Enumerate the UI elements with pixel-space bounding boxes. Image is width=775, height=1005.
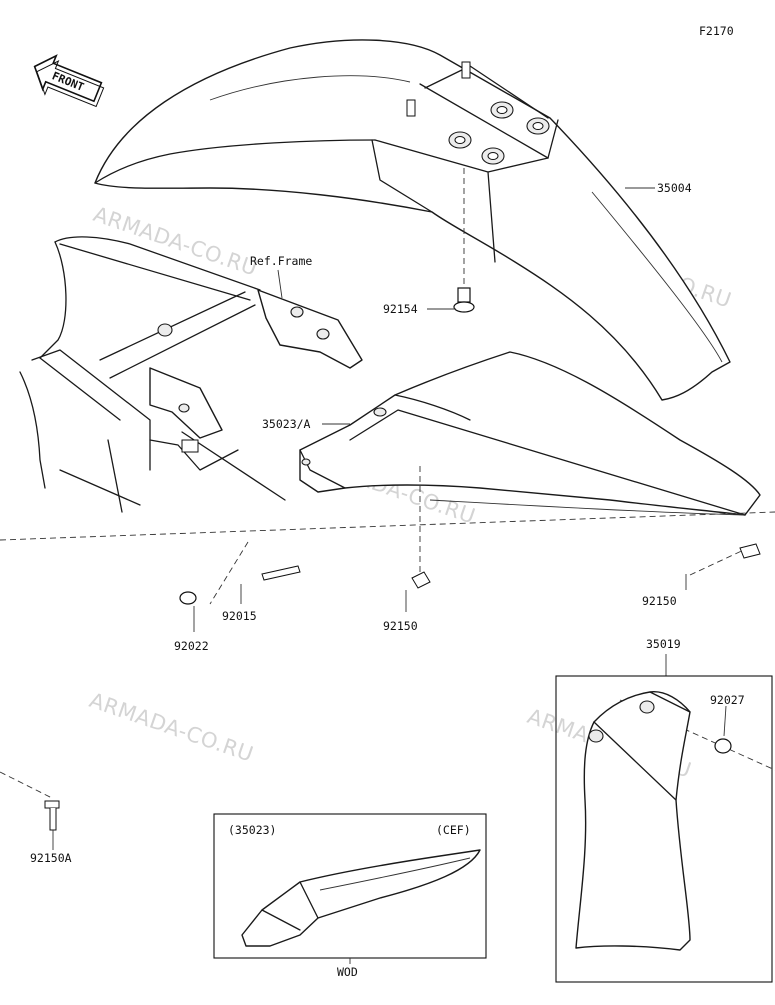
callout-92150-right: 92150 bbox=[642, 594, 677, 608]
inset-color-code: WOD bbox=[337, 965, 358, 979]
callout-92150a: 92150A bbox=[30, 851, 72, 865]
mudguard-35023a bbox=[299, 351, 761, 516]
inset-35023-cef: (35023) (CEF) WOD bbox=[213, 813, 487, 979]
bolt-92150-center bbox=[405, 571, 431, 612]
ref-frame-label: Ref.Frame bbox=[250, 254, 312, 268]
spacer-92015 bbox=[240, 565, 301, 604]
washer-92027 bbox=[714, 738, 732, 754]
box-35019: 92027 bbox=[555, 654, 773, 983]
bolt-92150a bbox=[44, 800, 60, 850]
callout-92015: 92015 bbox=[222, 609, 257, 623]
watermark-1: ARMADA-CO.RU bbox=[90, 202, 260, 281]
washer-92022 bbox=[179, 591, 197, 632]
callout-92154: 92154 bbox=[383, 302, 418, 316]
callout-35019: 35019 bbox=[646, 637, 681, 651]
callout-92022: 92022 bbox=[174, 639, 209, 653]
figure-code: F2170 bbox=[699, 24, 734, 38]
front-arrow-icon: FRONT bbox=[33, 54, 105, 108]
bolt-92150-right bbox=[685, 543, 761, 590]
callout-35023a: 35023/A bbox=[262, 417, 311, 431]
frame-reference: Ref.Frame bbox=[19, 236, 363, 513]
callout-92027: 92027 bbox=[710, 693, 745, 707]
inset-part-ref: (35023) bbox=[228, 823, 276, 837]
bolt-92154 bbox=[427, 168, 475, 313]
front-fender-35004 bbox=[94, 39, 731, 401]
assembly-line bbox=[0, 511, 775, 541]
inset-variant: (CEF) bbox=[436, 823, 471, 837]
callout-35004: 35004 bbox=[657, 181, 692, 195]
watermark-4: ARMADA-CO.RU bbox=[86, 688, 256, 767]
callout-92150-center: 92150 bbox=[383, 619, 418, 633]
